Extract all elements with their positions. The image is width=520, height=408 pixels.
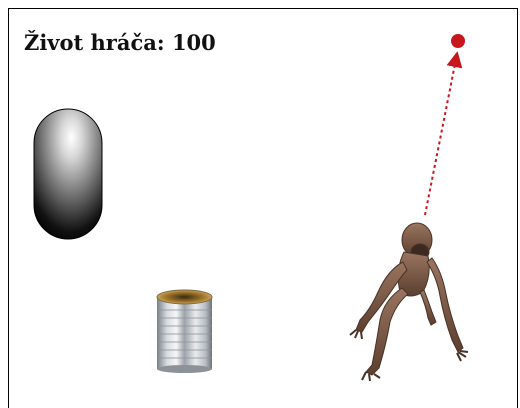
tin-can-icon[interactable] xyxy=(156,289,213,373)
capsule-light-icon[interactable] xyxy=(33,108,103,240)
game-frame xyxy=(8,8,518,408)
player-health-display: Život hráča: 100 xyxy=(24,30,216,55)
crawling-zombie-icon[interactable] xyxy=(349,222,469,382)
target-dot-icon[interactable] xyxy=(451,34,465,48)
health-value: 100 xyxy=(171,30,216,55)
aim-line xyxy=(424,51,463,216)
health-label: Život hráča: xyxy=(24,30,165,55)
